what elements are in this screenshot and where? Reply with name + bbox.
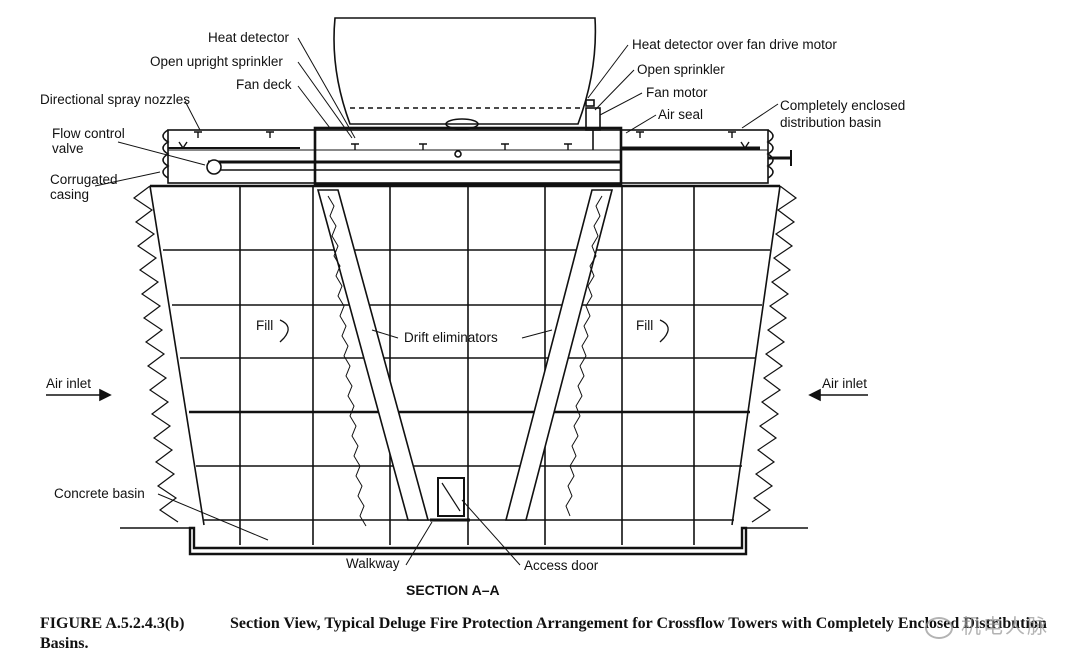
label-heat-detector: Heat detector [208, 30, 290, 45]
corrugated-casing-left [162, 129, 170, 179]
label-air-seal: Air seal [658, 107, 703, 122]
sprinkler-heads [178, 131, 750, 150]
fan-stack [333, 17, 597, 125]
label-heat-detector-fan-motor: Heat detector over fan drive motor [632, 37, 837, 52]
label-corrugated-1: Corrugated [50, 172, 118, 187]
watermark-text: 机电人脉 [961, 614, 1049, 638]
vertical-grid [239, 186, 695, 545]
horizontal-grid [163, 249, 770, 521]
drift-eliminator-right [504, 189, 614, 521]
pipe-fitting [454, 150, 462, 158]
fan-deck [313, 126, 623, 186]
label-open-sprinkler: Open sprinkler [637, 62, 725, 77]
tower-right-side [731, 185, 781, 526]
leader-lines [94, 37, 779, 566]
label-drift-eliminators: Drift eliminators [404, 330, 498, 345]
label-fan-deck: Fan deck [236, 77, 292, 92]
fill-arrow-left [279, 319, 289, 343]
label-access-door: Access door [524, 558, 599, 573]
fan-motor-symbol [585, 107, 601, 131]
louvers-right [751, 185, 798, 523]
label-walkway: Walkway [346, 556, 400, 571]
label-directional-spray-nozzles: Directional spray nozzles [40, 92, 190, 107]
label-fan-motor: Fan motor [646, 85, 708, 100]
label-section: SECTION A–A [406, 582, 500, 598]
access-door-glass [441, 482, 461, 512]
watermark: 机电人脉 [925, 610, 1049, 639]
label-enclosed-basin-2: distribution basin [780, 115, 881, 130]
wechat-icon [925, 616, 953, 639]
air-inlet-arrows [46, 388, 868, 402]
drift-eliminator-left [316, 189, 430, 521]
label-air-inlet-right: Air inlet [822, 376, 867, 391]
label-fill-right: Fill [636, 318, 653, 333]
concrete-basin [188, 526, 748, 556]
figure-caption: FIGURE A.5.2.4.3(b)Section View, Typical… [40, 614, 1070, 654]
figure-number: FIGURE A.5.2.4.3(b) [40, 615, 185, 632]
label-flow-control-1: Flow control [52, 126, 125, 141]
label-fill-left: Fill [256, 318, 273, 333]
label-air-inlet-left: Air inlet [46, 376, 91, 391]
heat-detector-symbol [585, 99, 595, 107]
figure-title: Section View, Typical Deluge Fire Protec… [40, 615, 1047, 652]
fill-arrow-right [659, 319, 669, 343]
drift-eliminator-right-wave [565, 195, 603, 517]
label-flow-control-2: valve [52, 141, 84, 156]
label-corrugated-2: casing [50, 187, 89, 202]
label-open-upright-sprinkler: Open upright sprinkler [150, 54, 283, 69]
label-enclosed-basin-1: Completely enclosed [780, 98, 905, 113]
flow-control-valve-symbol [206, 159, 222, 175]
corrugated-casing-right [766, 129, 774, 179]
label-concrete-basin: Concrete basin [54, 486, 145, 501]
louvers-left [132, 185, 179, 523]
distribution-basin [167, 129, 769, 184]
tower-left-side [149, 185, 205, 526]
drift-eliminator-left-wave [327, 195, 367, 527]
access-door-symbol [437, 477, 465, 517]
